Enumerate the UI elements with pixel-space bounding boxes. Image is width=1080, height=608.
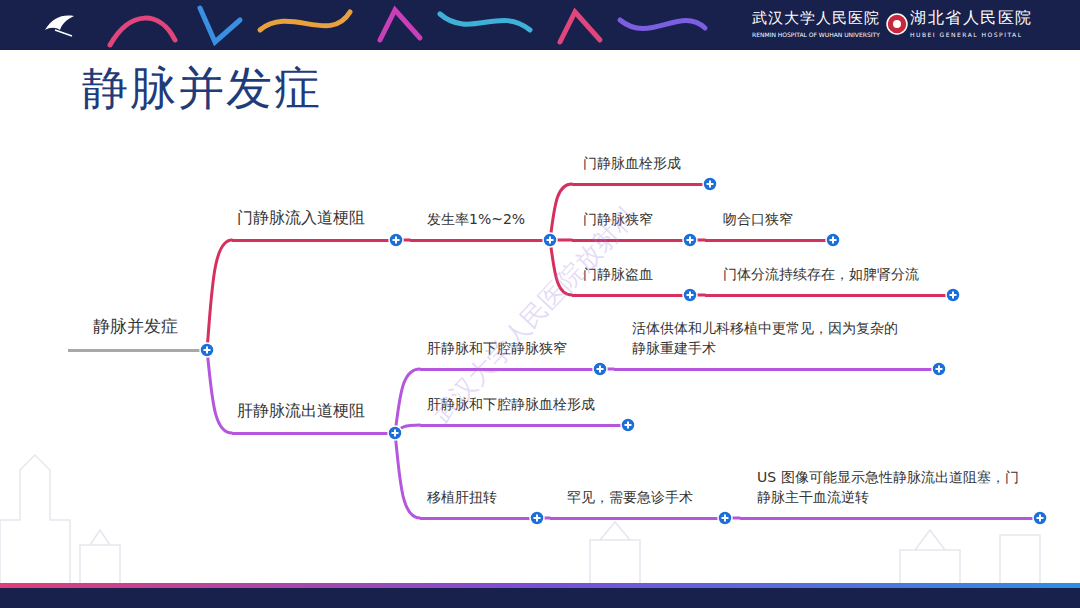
node-text: 门静脉血栓形成 xyxy=(583,153,706,173)
node-text: 发生率1%~2% xyxy=(427,209,546,229)
expand-icon xyxy=(388,232,404,248)
mindmap-branch: 吻合口狭窄 xyxy=(705,209,833,242)
mindmap-branch: 门静脉血栓形成 xyxy=(572,153,710,186)
expand-icon xyxy=(931,361,947,377)
hospital-emblem xyxy=(893,20,901,28)
expand-icon xyxy=(825,232,841,248)
node-text: 罕见，需要急诊手术 xyxy=(567,487,721,507)
bird-logo xyxy=(45,16,74,30)
expand-icon xyxy=(592,361,608,377)
expand-icon xyxy=(1032,510,1048,526)
expand-icon xyxy=(945,287,961,303)
expand-icon xyxy=(199,342,215,358)
node-text: 肝静脉流出道梗阻 xyxy=(237,399,391,422)
branch-connector xyxy=(550,184,572,240)
mindmap-branch: US 图像可能显示急性静脉流出道阻塞，门静脉主干血流逆转 xyxy=(740,467,1040,520)
expand-icon xyxy=(682,232,698,248)
expand-icon xyxy=(387,425,403,441)
branch-connector xyxy=(395,369,420,433)
mindmap-branch: 肝静脉流出道梗阻 xyxy=(232,399,395,435)
expand-icon xyxy=(682,287,698,303)
branch-connector xyxy=(207,350,232,433)
branch-connector xyxy=(207,240,232,350)
expand-icon xyxy=(529,510,545,526)
hospital-name: 湖北省人民医院 xyxy=(910,9,1033,27)
mindmap-branch: 门静脉流入道梗阻 xyxy=(232,206,396,242)
expand-icon xyxy=(542,232,558,248)
hospital-name-english: RENMIN HOSPITAL OF WUHAN UNIVERSITY xyxy=(752,31,880,39)
node-text: 门体分流持续存在，如脾肾分流 xyxy=(723,264,949,284)
branch-connector xyxy=(395,433,420,518)
header-ornament xyxy=(110,8,705,45)
expand-icon xyxy=(717,510,733,526)
mindmap-branch: 发生率1%~2% xyxy=(410,209,550,242)
mindmap-root: 静脉并发症 xyxy=(68,314,207,352)
node-text: 静脉并发症 xyxy=(93,314,203,339)
header-band xyxy=(0,0,1080,50)
mindmap-branch: 活体供体和儿科移植中更常见，因为复杂的 静脉重建手术 xyxy=(614,318,939,371)
bird-logo xyxy=(55,30,72,36)
footer-band xyxy=(0,588,1080,608)
mindmap-branch: 门体分流持续存在，如脾肾分流 xyxy=(705,264,953,297)
node-text: 吻合口狭窄 xyxy=(723,209,829,229)
footer-stripe xyxy=(0,583,1080,588)
hospital-name: 武汉大学人民医院 xyxy=(752,9,880,27)
mindmap-branch: 罕见，需要急诊手术 xyxy=(550,487,725,520)
node-text: 活体供体和儿科移植中更常见，因为复杂的 静脉重建手术 xyxy=(632,318,904,358)
cityscape-sketch xyxy=(0,455,1040,585)
node-text: 门静脉流入道梗阻 xyxy=(237,206,392,229)
node-text: 移植肝扭转 xyxy=(427,487,533,507)
hospital-name-english: HUBEI GENERAL HOSPITAL xyxy=(910,31,1023,39)
slide-title: 静脉并发症 xyxy=(82,60,322,116)
expand-icon xyxy=(702,176,718,192)
mindmap-branch: 移植肝扭转 xyxy=(420,487,537,520)
node-text: US 图像可能显示急性静脉流出道阻塞，门静脉主干血流逆转 xyxy=(757,467,1023,507)
expand-icon xyxy=(620,417,636,433)
hospital-emblem xyxy=(887,14,907,34)
